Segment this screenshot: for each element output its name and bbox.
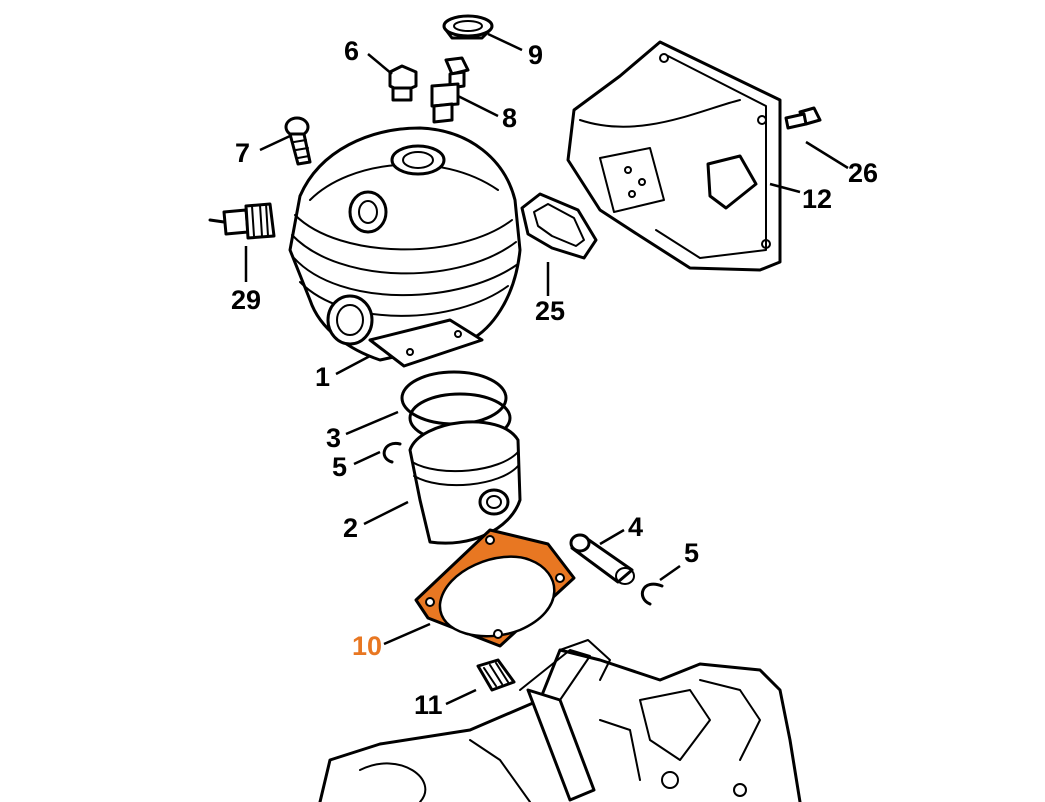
- callout-labels: 6 9 8 7 29 1 12 26 25 3 5 2 4 5 10 11: [231, 36, 878, 720]
- part-4-piston-pin[interactable]: [569, 533, 635, 585]
- callout-5-lower[interactable]: 5: [684, 538, 699, 568]
- callout-3[interactable]: 3: [326, 423, 341, 453]
- part-8-valve[interactable]: [430, 56, 470, 124]
- callout-9[interactable]: 9: [528, 40, 543, 70]
- crankcase: [318, 639, 802, 802]
- part-5-circlip-upper[interactable]: [382, 441, 402, 464]
- callout-25[interactable]: 25: [535, 296, 565, 326]
- part-25-gasket[interactable]: [520, 192, 598, 260]
- part-5-circlip-lower[interactable]: [640, 582, 664, 606]
- part-2-piston[interactable]: [408, 420, 522, 545]
- callout-4[interactable]: 4: [628, 512, 643, 542]
- callout-7[interactable]: 7: [235, 138, 250, 168]
- part-9-cap[interactable]: [442, 14, 494, 40]
- callout-1[interactable]: 1: [315, 362, 330, 392]
- callout-5-upper[interactable]: 5: [332, 452, 347, 482]
- callout-10[interactable]: 10: [352, 631, 382, 661]
- part-1-cylinder[interactable]: [288, 126, 522, 368]
- callout-2[interactable]: 2: [343, 513, 358, 543]
- part-10-base-gasket[interactable]: [414, 528, 576, 648]
- callout-29[interactable]: 29: [231, 285, 261, 315]
- part-12-muffler[interactable]: [566, 40, 782, 272]
- callout-26[interactable]: 26: [848, 158, 878, 188]
- callout-6[interactable]: 6: [344, 36, 359, 66]
- callout-12[interactable]: 12: [802, 184, 832, 214]
- part-11-needle-bearing[interactable]: [476, 658, 516, 692]
- callout-8[interactable]: 8: [502, 103, 517, 133]
- leader-lines: [244, 32, 849, 706]
- part-7-screw[interactable]: [284, 116, 312, 166]
- part-6-plug[interactable]: [388, 64, 418, 102]
- part-26-screw[interactable]: [784, 106, 822, 130]
- part-29-spark-plug[interactable]: [208, 202, 276, 240]
- callout-11[interactable]: 11: [414, 690, 443, 720]
